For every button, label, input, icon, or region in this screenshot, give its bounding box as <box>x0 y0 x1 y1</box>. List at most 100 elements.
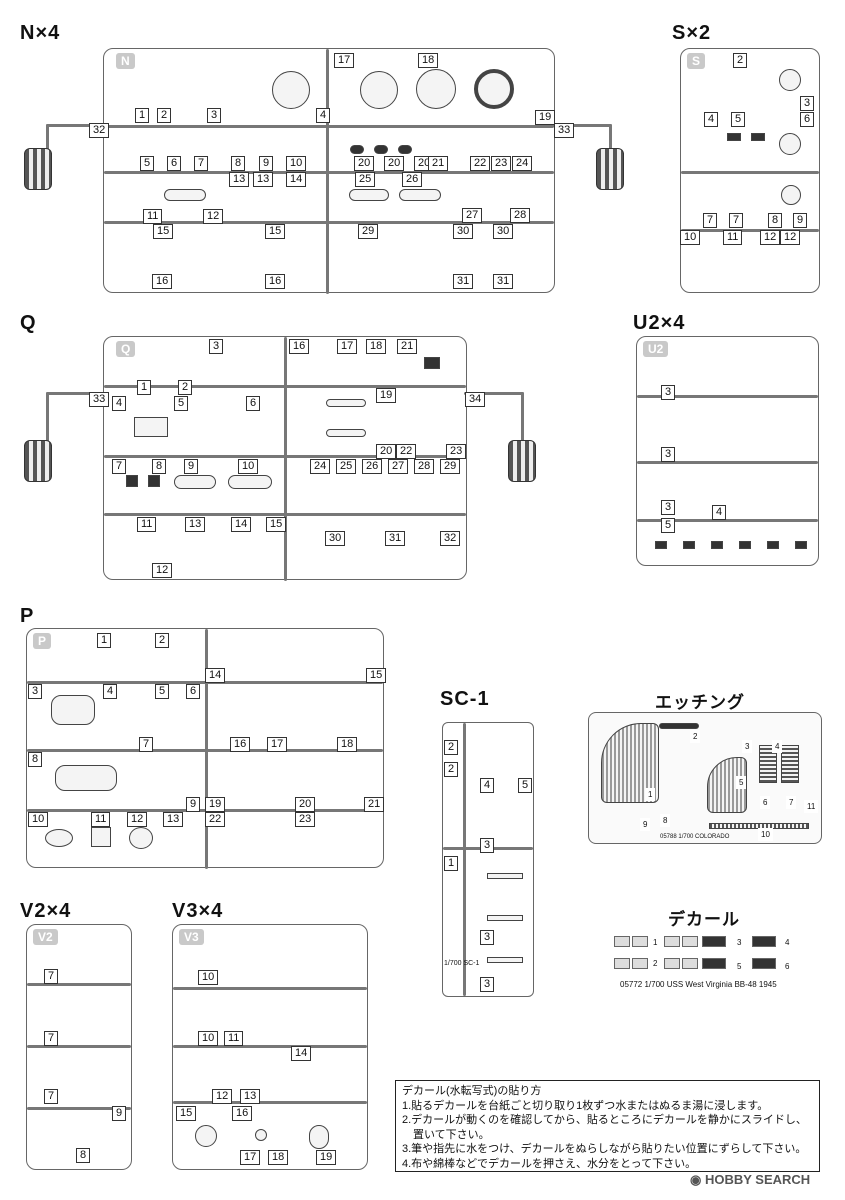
decal-title: デカール <box>668 910 740 929</box>
sprue-n-tag: 20 <box>354 156 375 171</box>
sprue-n-boat-part <box>349 189 389 201</box>
sprue-n-tag: 31 <box>453 274 474 289</box>
sprue-n-tag: 11 <box>143 209 163 224</box>
sprue-sc1-tag: 5 <box>518 778 533 793</box>
sprue-u2-block-part <box>767 541 779 549</box>
sprue-q-cylinder-part <box>228 475 272 489</box>
sprue-s-tag: 7 <box>703 213 718 228</box>
sprue-n-tag: 15 <box>265 224 286 239</box>
decal-number: 1 <box>653 938 658 947</box>
sprue-p-tag: 20 <box>295 797 316 812</box>
sprue-v2-tag: 7 <box>44 969 59 984</box>
sprue-p-frame: P <box>26 628 384 869</box>
sprue-n-float-part <box>398 145 412 154</box>
sprue-s-tag: 2 <box>733 53 748 68</box>
etching-tag: 6 <box>760 796 771 809</box>
sprue-v3-tag: 11 <box>224 1031 244 1046</box>
sprue-u2-tag: 3 <box>661 385 676 400</box>
etching-tag: 8 <box>660 814 671 827</box>
sprue-q-deck-part <box>134 417 168 437</box>
sprue-q-title: Q <box>20 312 37 334</box>
sprue-q-tag: 19 <box>376 388 397 403</box>
sprue-n-float-part <box>350 145 364 154</box>
sprue-n-tag: 5 <box>140 156 155 171</box>
sprue-s-ring-part <box>781 185 801 205</box>
sprue-q-tag: 14 <box>231 517 252 532</box>
sprue-q-gate-right <box>508 440 536 482</box>
watermark-text: HOBBY SEARCH <box>704 1172 811 1187</box>
sprue-v2-title: V2×4 <box>20 900 72 922</box>
etching-tag: 3 <box>742 740 753 753</box>
sprue-sc1-tag: 2 <box>444 740 459 755</box>
sprue-q-tag: 21 <box>397 339 418 354</box>
sprue-n-disc-part <box>416 69 456 109</box>
sprue-n-tag: 28 <box>510 208 531 223</box>
sprue-s-tag: 10 <box>680 230 701 245</box>
sprue-s-frame: S <box>680 48 820 293</box>
decal-instructions: デカール(水転写式)の貼り方 1.貼るデカールを台紙ごと切り取り1枚ずつ水または… <box>395 1080 820 1172</box>
sprue-u2-frame: U2 <box>636 336 819 566</box>
etching-crane-part <box>659 723 699 729</box>
sprue-v2-tag: 9 <box>112 1106 127 1121</box>
sprue-n-tag: 16 <box>152 274 173 289</box>
sprue-v3-tag: 13 <box>240 1089 261 1104</box>
sprue-v3-tag: 12 <box>212 1089 233 1104</box>
sprue-n-tag: 21 <box>428 156 449 171</box>
sprue-q-tag: 17 <box>337 339 358 354</box>
sprue-p-tag: 19 <box>205 797 226 812</box>
sprue-n-turret-part <box>360 71 398 109</box>
sprue-u2-letter: U2 <box>643 341 669 357</box>
sprue-sc1-plane-part <box>487 957 523 963</box>
sprue-u2-block-part <box>683 541 695 549</box>
sprue-n-tag: 32 <box>89 123 110 138</box>
sprue-v3-frame: V3 <box>172 924 368 1170</box>
etching-tag: 7 <box>786 796 797 809</box>
sprue-n-ring-part <box>474 69 514 109</box>
sprue-u2-title: U2×4 <box>633 312 686 334</box>
sprue-p-float-part <box>45 829 73 847</box>
sprue-q-tag: 9 <box>184 459 199 474</box>
sprue-sc1-tag: 3 <box>480 930 495 945</box>
instructions-step: 2.デカールが動くのを確認してから、貼るところにデカールを静かにスライドし、 <box>402 1114 807 1126</box>
etching-tag: 9 <box>640 818 651 831</box>
sprue-p-tag: 16 <box>230 737 251 752</box>
sprue-u2-block-part <box>795 541 807 549</box>
sprue-p-tag: 21 <box>364 797 385 812</box>
sprue-p-tag: 18 <box>337 737 358 752</box>
sprue-q-tag: 23 <box>446 444 467 459</box>
watermark-logo-icon: ◉ <box>690 1172 705 1187</box>
sprue-p-deckhouse-part <box>55 765 117 791</box>
decal-number: 4 <box>785 938 790 947</box>
sprue-p-tag: 17 <box>267 737 288 752</box>
sprue-p-tag: 2 <box>155 633 170 648</box>
sprue-n-tag: 16 <box>265 274 286 289</box>
sprue-sc1-tag: 1 <box>444 856 459 871</box>
sprue-p-tag: 9 <box>186 797 201 812</box>
sprue-n-gate-left <box>24 148 52 190</box>
sprue-s-tag: 9 <box>793 213 808 228</box>
sprue-v2-letter: V2 <box>33 929 58 945</box>
sprue-v3-tag: 18 <box>268 1150 289 1165</box>
sprue-n-title: N×4 <box>20 22 61 44</box>
sprue-u2-block-part <box>655 541 667 549</box>
sprue-v3-round-part <box>195 1125 217 1147</box>
sprue-q-tag: 25 <box>336 459 357 474</box>
decal-sheet <box>606 932 816 982</box>
sprue-q-tag: 8 <box>152 459 167 474</box>
etching-ladder-part <box>759 745 777 783</box>
sprue-q-tag: 7 <box>112 459 127 474</box>
sprue-v3-title: V3×4 <box>172 900 224 922</box>
sprue-sc1-tag: 3 <box>480 838 495 853</box>
sprue-v2-frame: V2 <box>26 924 132 1170</box>
sprue-s-tag: 4 <box>704 112 719 127</box>
sprue-p-bracket-part <box>91 827 111 847</box>
sprue-s-block-part <box>727 133 741 141</box>
sprue-n-tag: 18 <box>418 53 439 68</box>
sprue-q-tag: 20 <box>376 444 397 459</box>
sprue-q-tag: 22 <box>396 444 417 459</box>
sprue-u2-tag: 3 <box>661 500 676 515</box>
sprue-n-tag: 3 <box>207 108 222 123</box>
sprue-q-prop-part <box>326 429 366 437</box>
sprue-s-tag: 11 <box>723 230 743 245</box>
sprue-sc1-tag: 4 <box>480 778 495 793</box>
